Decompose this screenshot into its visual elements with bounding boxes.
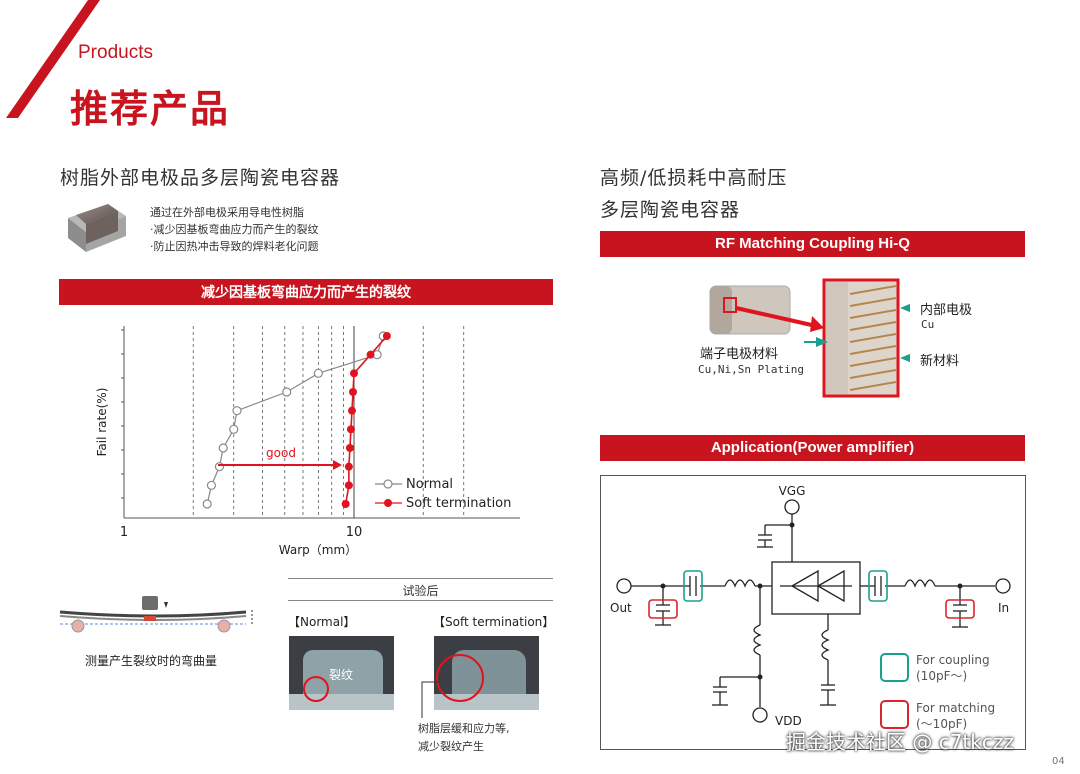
x-tick-label: 10	[346, 525, 363, 540]
test-divider-top	[288, 578, 553, 579]
right-section-title-1: 高频/低损耗中高耐压	[600, 167, 788, 189]
legend-matching-line-1: For matching	[916, 701, 995, 715]
legend-normal-marker	[383, 479, 393, 489]
bend-caption: 测量产生裂纹时的弯曲量	[85, 654, 218, 668]
legend-soft-marker	[384, 499, 392, 507]
x-tick-label: 1	[120, 525, 128, 540]
normal-test-photo: 裂纹	[289, 636, 394, 710]
watermark: 掘金技术社区 @ c7tkczz	[786, 730, 1014, 754]
series-line-soft	[344, 335, 388, 505]
vdd-label: VDD	[775, 714, 802, 728]
inner-electrode-cu: Cu	[921, 318, 935, 331]
soft-note-line-1: 树脂层缓和应力等,	[418, 722, 510, 735]
soft-note: 树脂层缓和应力等, 减少裂纹产生	[418, 720, 510, 756]
point-soft-1	[341, 500, 350, 508]
left-description: 通过在外部电极采用导电性树脂 ·减少因基板弯曲应力而产生的裂纹 ·防止因热冲击导…	[150, 204, 319, 255]
left-section-title: 树脂外部电极品多层陶瓷电容器	[60, 167, 341, 189]
soft-highlight-circle	[436, 654, 484, 702]
coupling-box-left	[683, 570, 703, 602]
point-soft-5	[346, 425, 355, 434]
in-terminal	[995, 578, 1011, 594]
legend-normal-label: Normal	[406, 477, 453, 492]
vgg-label: VGG	[779, 484, 806, 498]
point-normal-8	[313, 368, 323, 378]
point-normal-1	[202, 499, 212, 509]
crack-label: 裂纹	[329, 668, 354, 682]
point-normal-4	[218, 443, 228, 453]
header-label: Products	[78, 42, 153, 63]
point-soft-6	[347, 406, 356, 415]
point-soft-8	[350, 369, 358, 378]
matching-box-left	[648, 599, 678, 619]
point-soft-3	[344, 462, 353, 471]
vgg-terminal	[784, 499, 800, 515]
x-axis-label: Warp（mm）	[279, 543, 357, 557]
vdd-terminal	[752, 707, 768, 723]
coupling-box-right	[868, 570, 888, 602]
detail-marker	[723, 297, 737, 313]
left-banner: 减少因基板弯曲应力而产生的裂纹	[59, 279, 553, 305]
in-label: In	[998, 601, 1009, 615]
rf-capacitor-diagram	[709, 278, 910, 398]
chart-series	[202, 331, 391, 509]
new-material-label: 新材料	[920, 354, 960, 369]
point-soft-10	[382, 332, 391, 340]
point-soft-9	[366, 350, 375, 359]
power-amplifier-circuit: VGG VDD Out In For coupling (10pF～) For …	[600, 475, 1026, 750]
right-section-title-2: 多层陶瓷电容器	[600, 199, 741, 221]
legend-soft-label: Soft termination	[406, 496, 511, 511]
legend-coupling-swatch	[880, 653, 909, 682]
amplifier-block	[771, 561, 861, 615]
point-normal-2	[206, 480, 217, 490]
point-normal-3	[214, 462, 225, 472]
desc-line-3: ·防止因热冲击导致的焊料老化问题	[150, 240, 319, 253]
point-soft-7	[348, 388, 357, 396]
fail-rate-chart: 1 10 Fail rate(%) Warp（mm） good Normal So…	[95, 326, 520, 557]
matching-box-right	[945, 599, 975, 619]
soft-note-line-2: 减少裂纹产生	[418, 740, 484, 753]
desc-line-2: ·减少因基板弯曲应力而产生的裂纹	[150, 223, 319, 236]
chart-grid	[121, 326, 465, 518]
bend-test-illustration	[59, 596, 253, 633]
terminal-label: 端子电极材料	[700, 347, 779, 362]
good-arrow	[218, 460, 342, 470]
legend-matching-swatch	[880, 700, 909, 729]
header-accent-stripe	[6, 0, 100, 118]
point-normal-7	[282, 387, 292, 397]
desc-line-1: 通过在外部电极采用导电性树脂	[150, 206, 304, 219]
out-label: Out	[610, 601, 632, 615]
chart-legend: Normal Soft termination	[375, 477, 511, 511]
page-title: 推荐产品	[70, 87, 231, 131]
app-banner: Application(Power amplifier)	[600, 435, 1025, 461]
inner-electrode-label: 内部电极	[920, 303, 973, 318]
crack-highlight-circle	[303, 676, 329, 702]
legend-coupling-line-1: For coupling	[916, 653, 990, 667]
plating-label: Cu,Ni,Sn Plating	[698, 363, 804, 376]
page-number: 04	[1052, 756, 1065, 767]
mlcc-chip-image	[68, 204, 126, 252]
legend-coupling-line-2: (10pF～)	[916, 669, 967, 683]
out-terminal	[616, 578, 632, 594]
test-header: 试验后	[402, 584, 439, 598]
soft-test-photo	[434, 636, 539, 710]
point-soft-2	[344, 481, 353, 490]
series-line-normal	[206, 335, 384, 505]
good-annotation: good	[266, 446, 296, 460]
note-pointer	[421, 681, 440, 718]
legend-matching-line-2: (～10pF)	[916, 717, 967, 731]
soft-label: 【Soft termination】	[433, 615, 555, 629]
normal-label: 【Normal】	[288, 615, 356, 629]
point-normal-5	[229, 424, 239, 434]
point-normal-6	[232, 406, 242, 416]
test-divider-bottom	[288, 600, 553, 601]
y-axis-label: Fail rate(%)	[95, 388, 109, 457]
point-soft-4	[345, 444, 354, 452]
rf-banner: RF Matching Coupling Hi-Q	[600, 231, 1025, 257]
